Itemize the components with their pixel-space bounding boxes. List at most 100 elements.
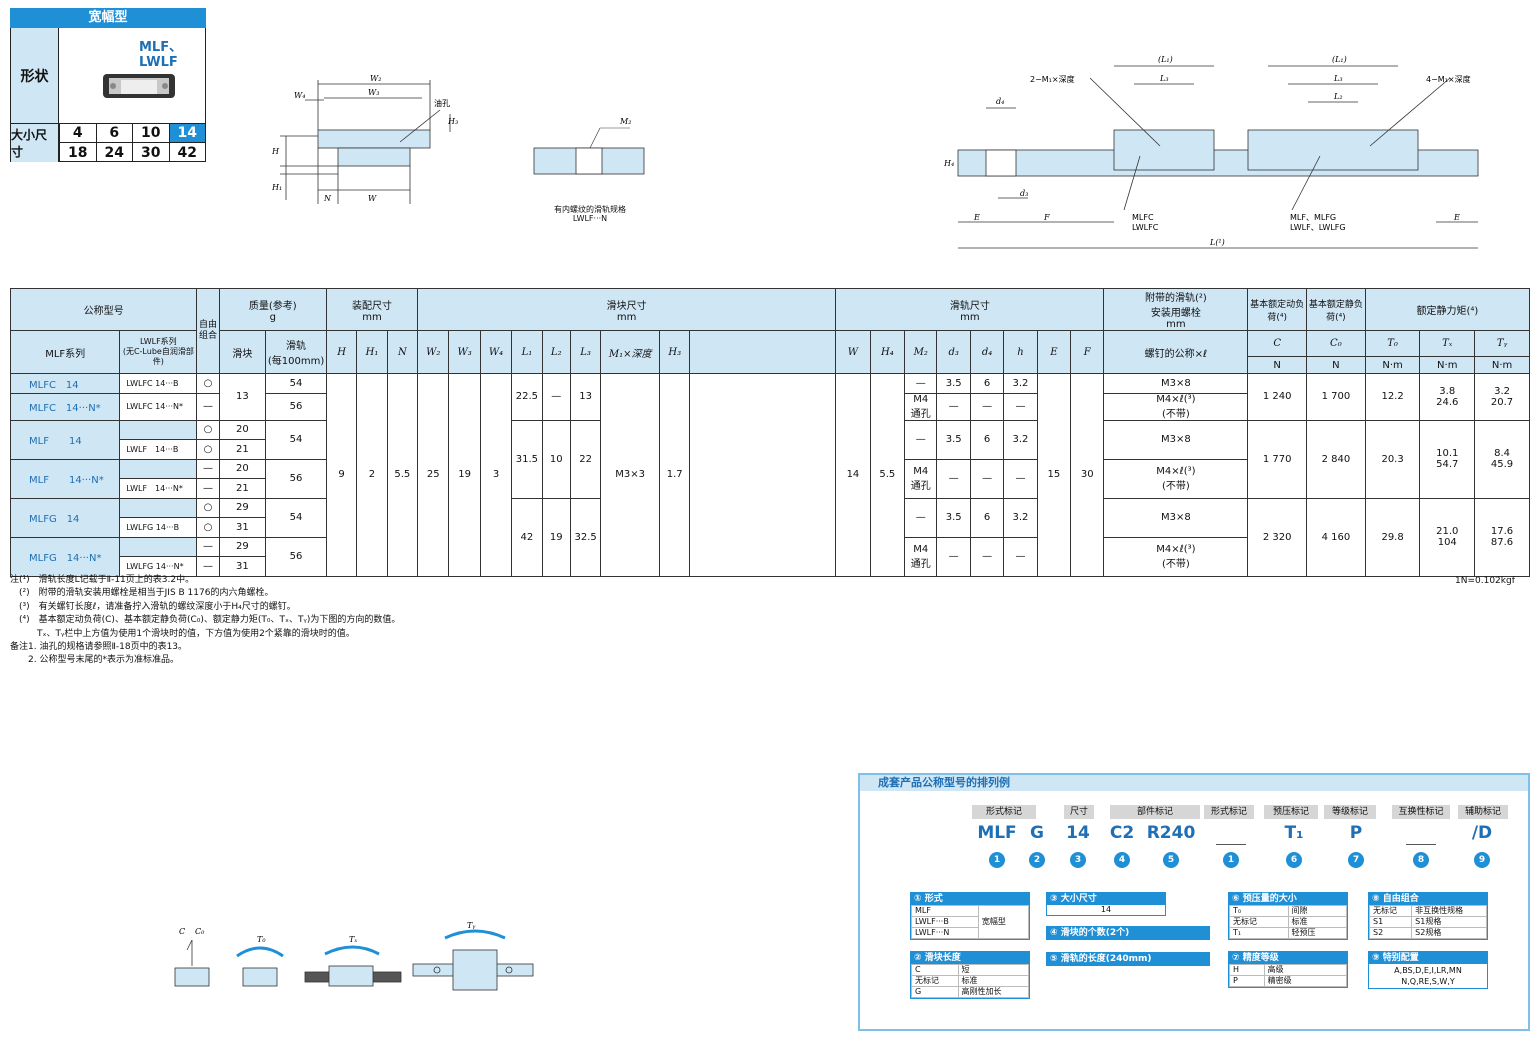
legend-cell: S1规格 [1411, 916, 1487, 928]
dim-h: — [1003, 536, 1038, 577]
th-rail-b: (每100mm) [267, 356, 325, 367]
legend-title: ⑤ 滑轨的长度(240mm) [1047, 953, 1209, 965]
legend-cell: 高级 [1263, 964, 1348, 976]
dim-W: 14 [835, 373, 871, 577]
dim-W: W [368, 194, 377, 203]
free-combination: ○ [196, 439, 220, 460]
order-num: 5 [1163, 852, 1179, 868]
model-mlf: MLFC 14···N* [9, 392, 121, 421]
legend-value: 14 [1100, 905, 1112, 914]
order-label: 尺寸 [1064, 805, 1094, 819]
order-blank [1406, 844, 1436, 845]
shape-label: 形状 [11, 28, 59, 123]
note-line: (³) 有关螺钉长度ℓ，请准备拧入滑轨的螺纹深度小于H₄尺寸的螺钉。 [10, 601, 296, 612]
dim-W2: W₂ [370, 74, 381, 83]
th-blockdim: 滑块尺寸 [606, 300, 647, 312]
th-C-sym: C [1247, 330, 1308, 357]
legend-cell: MLF [911, 905, 979, 917]
bolt-spec: M4×ℓ(³)(不带) [1103, 536, 1249, 577]
load-C: 2 320 [1247, 497, 1308, 577]
dim-d4: d₄ [996, 97, 1004, 106]
th-M2: M₂ [904, 330, 938, 374]
legend-cell: P [1229, 975, 1265, 987]
dim-H: 9 [325, 373, 358, 577]
dim-h: 3.2 [1003, 497, 1038, 538]
free-combination: ○ [196, 419, 220, 440]
th-W3: W₃ [448, 330, 481, 374]
size-cell: 6 [95, 124, 132, 143]
legend-cell: 标准 [957, 975, 1029, 987]
dim-d4: 6 [969, 373, 1005, 394]
th-blank [689, 330, 837, 374]
dim-W3: 19 [448, 373, 481, 577]
order-num: 3 [1070, 852, 1086, 868]
th-assembly: 装配尺寸 [351, 300, 392, 312]
model-lwlf: LWLFC 14···B [119, 373, 198, 394]
tapped-caption-series: LWLF···N [572, 214, 608, 223]
model-lwlf [119, 419, 198, 440]
bolt-spec: M3×8 [1103, 373, 1249, 394]
free-combination: — [196, 536, 220, 557]
block-mass: 31 [218, 556, 267, 577]
legend-title: ② 滑块长度 [911, 952, 1029, 964]
model-lwlf [119, 497, 198, 518]
dim-L3: 32.5 [569, 497, 602, 577]
th-M1: M₁×深度 [600, 330, 661, 374]
legend-cell: G [911, 986, 959, 998]
th-d4: d₄ [969, 330, 1005, 374]
load-TX: Tₓ [349, 935, 357, 944]
order-value: /D [1471, 823, 1493, 843]
size-cell: 24 [95, 143, 133, 162]
dim-E: 15 [1036, 373, 1072, 577]
legend-cell: 无标记 [911, 975, 959, 987]
legend-cell: 无标记 [1229, 916, 1289, 928]
legend-title: ⑨ 特别配置 [1369, 952, 1487, 964]
legend-cell: 精密级 [1263, 975, 1348, 987]
legend-title: ⑧ 自由组合 [1369, 893, 1487, 905]
legend-cell: 标准 [1287, 916, 1347, 928]
size-cell: 10 [132, 124, 169, 143]
dim-d4: — [969, 458, 1005, 499]
dim-d3: 3.5 [936, 373, 971, 394]
dim-h: 3.2 [1003, 373, 1038, 394]
order-label: 预压标记 [1264, 805, 1318, 819]
dim-H4: H₄ [943, 159, 954, 168]
tap-label-right: 4−M₁×深度 [1426, 74, 1471, 84]
tap-label-left: 2−M₁×深度 [1030, 74, 1075, 84]
dim-h: 3.2 [1003, 419, 1038, 460]
load-TY: Tᵧ [467, 921, 475, 930]
dim-H1: H₁ [271, 183, 282, 192]
th-mm: mm [616, 311, 637, 323]
th-lwlf: LWLF系列 [139, 337, 177, 346]
moment-T0: 29.8 [1364, 497, 1421, 577]
th-mm: mm [362, 311, 382, 323]
block-mass: 29 [218, 536, 267, 557]
model-mlf: MLFG 14···N* [9, 536, 121, 577]
blank-col [689, 373, 837, 577]
moment-T0: 20.3 [1364, 419, 1421, 499]
cross-section-drawing: W₂ W₄ W₃ 油孔 H₃ H H₁ N W [271, 74, 458, 204]
order-label: 互换性标记 [1392, 805, 1450, 819]
legend-cell: T₀ [1229, 905, 1289, 917]
th-L1: L₁ [511, 330, 543, 374]
type-header: 宽幅型 [10, 8, 206, 28]
label-lwlf: LWLF、LWLFG [1290, 223, 1346, 232]
order-value: T₁ [1284, 823, 1304, 843]
th-bolt2: 安装用螺栓 [1150, 308, 1201, 319]
block-mass: 21 [218, 478, 267, 499]
legend-cell: LWLF···N [911, 927, 979, 939]
th-E: E [1036, 330, 1072, 374]
dim-M2: M₂ [619, 117, 631, 126]
dim-F: 30 [1070, 373, 1105, 577]
dim-L1: 22.5 [511, 373, 543, 421]
th-F: F [1070, 330, 1105, 374]
legend-cell: LWLF···B [911, 916, 979, 928]
th-L2: L₂ [541, 330, 571, 374]
dim-L1-right: (L₁) [1332, 55, 1347, 64]
load-C: 1 240 [1247, 373, 1308, 421]
